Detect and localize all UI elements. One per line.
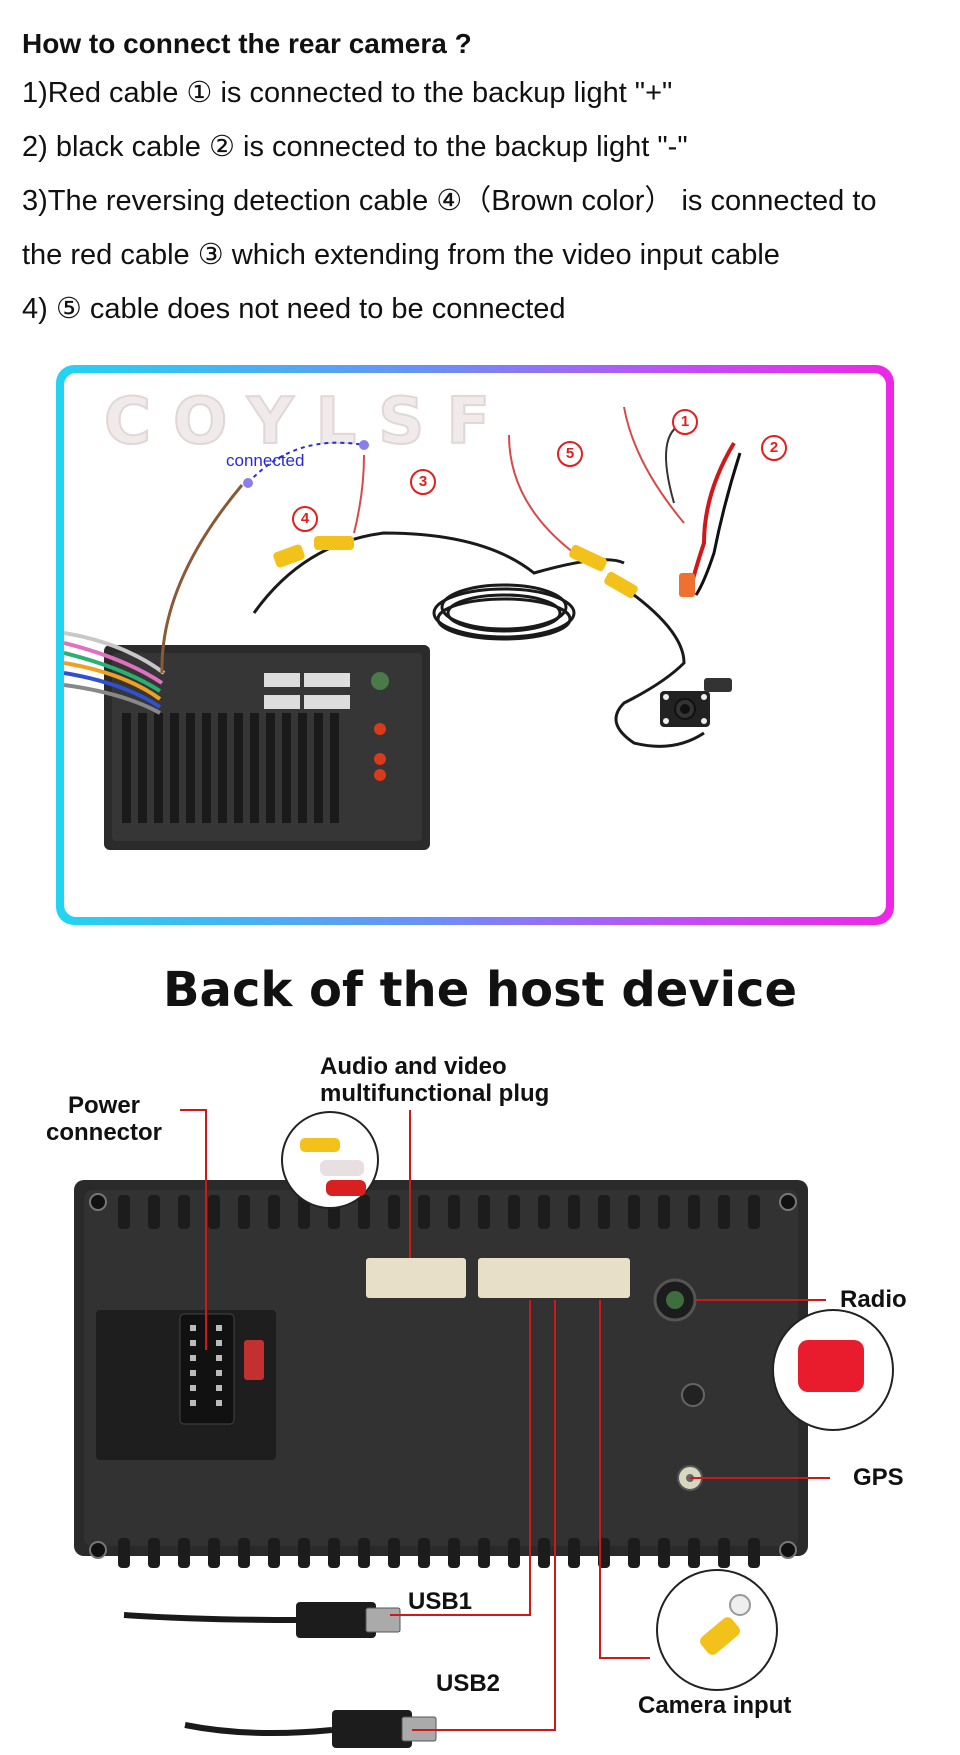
wiring-diagram-frame: COYLSF (56, 365, 894, 925)
host-device-title: Back of the host device (162, 962, 798, 1018)
usb2-label: USB2 (436, 1670, 501, 1697)
wiring-illustration (64, 406, 742, 850)
gps-label: GPS (853, 1464, 904, 1491)
marker-1: 1 (672, 409, 698, 435)
camera-input-label: Camera input (638, 1692, 792, 1719)
instruction-line-1: 1)Red cable ① is connected to the backup… (22, 77, 673, 109)
power-connector-label: Power connector (45, 1092, 162, 1146)
usb1-label: USB1 (408, 1588, 473, 1615)
host-device-diagram (74, 1109, 894, 1748)
instruction-line-3: 3)The reversing detection cable ④（Brown … (22, 185, 877, 217)
marker-5: 5 (557, 441, 583, 467)
wiring-diagram-canvas: COYLSF (64, 373, 886, 917)
instructions-block: How to connect the rear camera ? 1)Red c… (22, 22, 942, 336)
instructions-title: How to connect the rear camera ? (22, 28, 472, 59)
head-unit-small (104, 645, 430, 850)
av-plug-label: Audio and video multifunctional plug (320, 1053, 550, 1107)
connected-label: connected (226, 451, 305, 470)
instruction-line-2: 2) black cable ② is connected to the bac… (22, 131, 688, 163)
radio-label: Radio (840, 1286, 907, 1313)
marker-3: 3 (410, 469, 436, 495)
rear-camera-illustration (660, 678, 732, 727)
harness-wires (64, 631, 166, 715)
cable-coil (432, 583, 576, 641)
marker-2: 2 (761, 435, 787, 461)
instruction-line-5: 4) ⑤ cable does not need to be connected (22, 293, 566, 325)
marker-4: 4 (292, 506, 318, 532)
brand-watermark: COYLSF (103, 384, 513, 460)
instruction-line-4: the red cable ③ which extending from the… (22, 239, 780, 271)
